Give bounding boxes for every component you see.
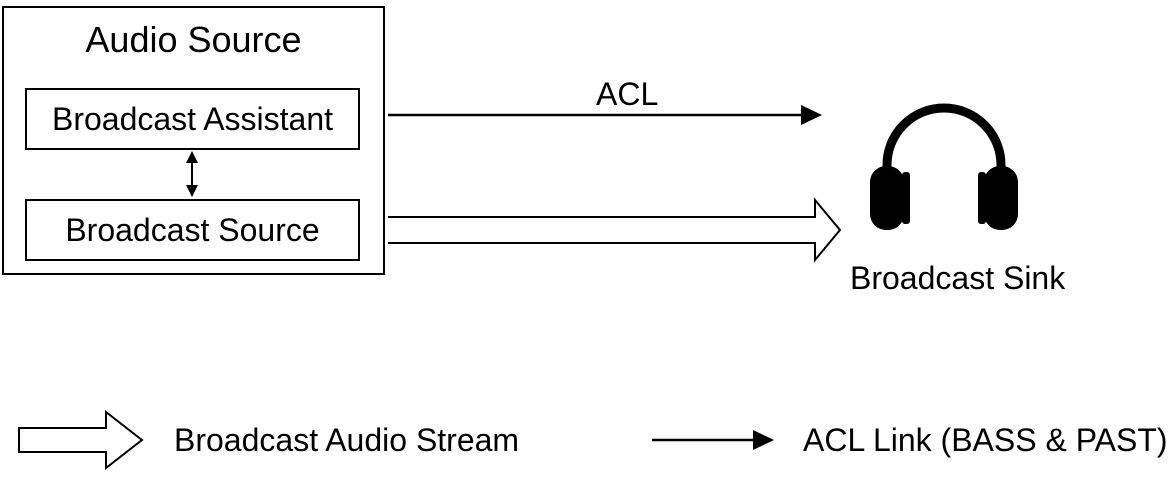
legend-acl-label: ACL Link (BASS & PAST)	[803, 422, 1168, 458]
broadcast-assistant-box: Broadcast Assistant	[25, 88, 360, 150]
legend-stream-arrow-icon	[18, 409, 144, 471]
broadcast-source-box: Broadcast Source	[25, 199, 360, 261]
legend-acl-arrow-icon	[652, 430, 774, 450]
acl-link-arrow	[388, 105, 822, 125]
acl-arrow-label: ACL	[596, 76, 659, 112]
broadcast-assistant-label: Broadcast Assistant	[51, 100, 334, 137]
audio-source-title: Audio Source	[85, 19, 302, 60]
broadcast-sink-label: Broadcast Sink	[850, 260, 1066, 296]
audio-source-box	[2, 6, 385, 275]
headphones-icon	[870, 103, 1018, 230]
broadcast-stream-arrow	[388, 197, 842, 263]
broadcast-source-label: Broadcast Source	[65, 211, 320, 248]
legend-stream-label: Broadcast Audio Stream	[174, 422, 520, 458]
bidirectional-arrow	[186, 151, 198, 197]
